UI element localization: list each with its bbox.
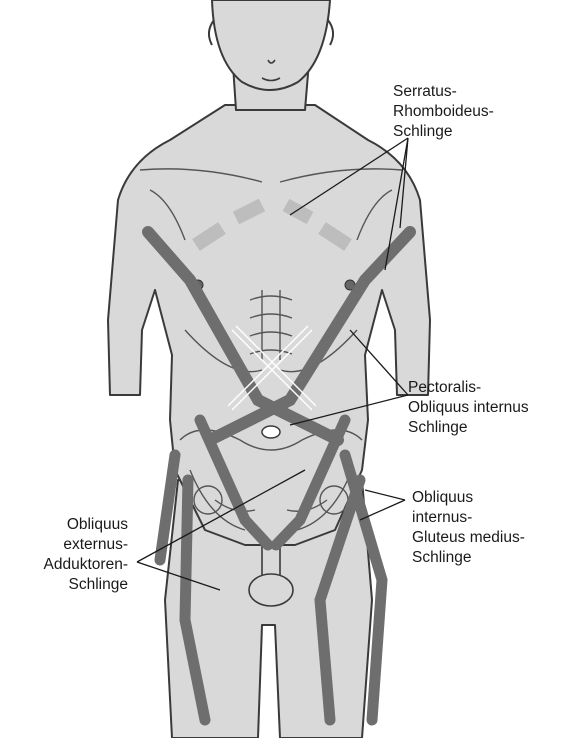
label-line: Schlinge (28, 575, 128, 595)
label-line: Rhomboideus- (393, 102, 494, 122)
label-line: Pectoralis- (408, 378, 529, 398)
label-line: externus- (28, 535, 128, 555)
label-obliquus-internus-gluteus: Obliquus internus- Gluteus medius- Schli… (412, 488, 525, 568)
label-pectoralis-obliquus: Pectoralis- Obliquus internus Schlinge (408, 378, 529, 438)
label-line: Obliquus (412, 488, 525, 508)
label-line: Schlinge (408, 418, 529, 438)
label-serratus-rhomboideus: Serratus- Rhomboideus- Schlinge (393, 82, 494, 142)
label-line: Gluteus medius- (412, 528, 525, 548)
label-obliquus-externus-adduktoren: Obliquus externus- Adduktoren- Schlinge (28, 515, 128, 595)
label-line: Serratus- (393, 82, 494, 102)
label-line: Schlinge (412, 548, 525, 568)
label-line: Adduktoren- (28, 555, 128, 575)
label-line: Schlinge (393, 122, 494, 142)
navel (262, 426, 280, 438)
label-line: Obliquus internus (408, 398, 529, 418)
label-line: internus- (412, 508, 525, 528)
label-line: Obliquus (28, 515, 128, 535)
